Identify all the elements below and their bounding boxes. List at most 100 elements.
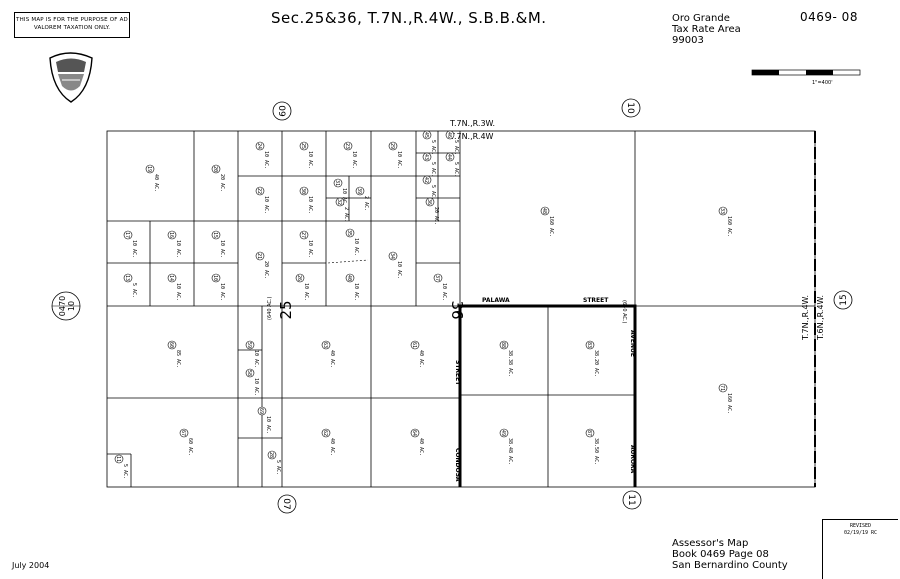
parcel-39[interactable]: 392 AC. (355, 186, 369, 211)
adjacent-map-10[interactable] (621, 98, 641, 118)
parcel-number: 20 (212, 166, 218, 172)
section-25: 25 (277, 300, 295, 319)
parcel-number-circle (410, 340, 420, 350)
adjacent-map-07[interactable] (277, 494, 297, 514)
adjacent-label-11: 11 (626, 494, 636, 505)
parcel-43[interactable]: 435 AC. (422, 152, 436, 177)
parcel-32[interactable]: 322 AC. (335, 197, 349, 222)
parcel-area: 10 AC. (219, 283, 225, 301)
parcel-number: 14 (168, 275, 174, 281)
adjacent-map-11[interactable] (622, 490, 642, 510)
section-36-area: (640 AC.) (621, 300, 627, 323)
parcel-number: 27 (300, 232, 306, 238)
parcel-number-circle (499, 428, 509, 438)
parcel-number-circle (540, 206, 550, 216)
parcel-number: 67 (180, 430, 186, 436)
parcel-45[interactable]: 455 AC. (422, 130, 436, 155)
parcel-area: 10 AC. (253, 378, 259, 396)
parcel-44[interactable]: 445 AC. (445, 152, 459, 177)
parcel-area: 5 AC. (275, 460, 281, 475)
parcel-area: 5 AC. (430, 185, 436, 200)
scale-bar: 1"=400' (751, 69, 861, 86)
parcel-28[interactable]: 285 AC. (267, 450, 281, 475)
adjacent-map-09[interactable] (272, 101, 292, 121)
parcel-number: 10 (212, 275, 218, 281)
parcel-number-circle (343, 141, 353, 151)
parcel-number-circle (355, 186, 365, 196)
parcel-number: 62 (322, 430, 328, 436)
parcel-area: 40 AC. (329, 438, 335, 456)
parcel-11[interactable]: 115 AC. (114, 454, 128, 479)
parcel-number: 60 (168, 342, 174, 348)
parcel-number: 46 (446, 132, 452, 138)
parcel-number: 88 (500, 342, 506, 348)
parcel-number-circle (422, 130, 432, 140)
parcel-area: 10 AC. (351, 151, 357, 169)
parcel-number-circle (211, 273, 221, 283)
parcel-13[interactable]: 135 AC. (123, 273, 137, 298)
parcel-number: 13 (124, 275, 130, 281)
adjacent-label-15: 15 (839, 294, 849, 305)
parcel-area: 38.38 AC. (507, 350, 513, 377)
parcel-number-circle (179, 428, 189, 438)
parcel-area: 5 AC. (430, 140, 436, 155)
parcel-46[interactable]: 465 AC. (445, 130, 459, 155)
parcel-area: 10 AC. (396, 151, 402, 169)
parcel-area: 2 AC. (363, 196, 369, 211)
parcel-number-circle (267, 450, 277, 460)
parcel-area: 10 AC. (396, 261, 402, 279)
adjacent-map-15[interactable] (833, 290, 853, 310)
parcel-number-circle (499, 340, 509, 350)
township-label-r3w: T.7N.,R.3W. (449, 119, 495, 128)
parcel-area: 10 AC. (341, 188, 347, 206)
parcel-number-circle (333, 178, 343, 188)
parcel-number: 64 (411, 430, 417, 436)
section-36: 36 (448, 300, 466, 319)
parcel-42[interactable]: 425 AC. (422, 175, 436, 200)
county-seal-icon (49, 52, 93, 103)
road-outline (458, 304, 637, 487)
parcel-number: 61 (411, 342, 417, 348)
parcel-area: 10 AC. (307, 240, 313, 258)
